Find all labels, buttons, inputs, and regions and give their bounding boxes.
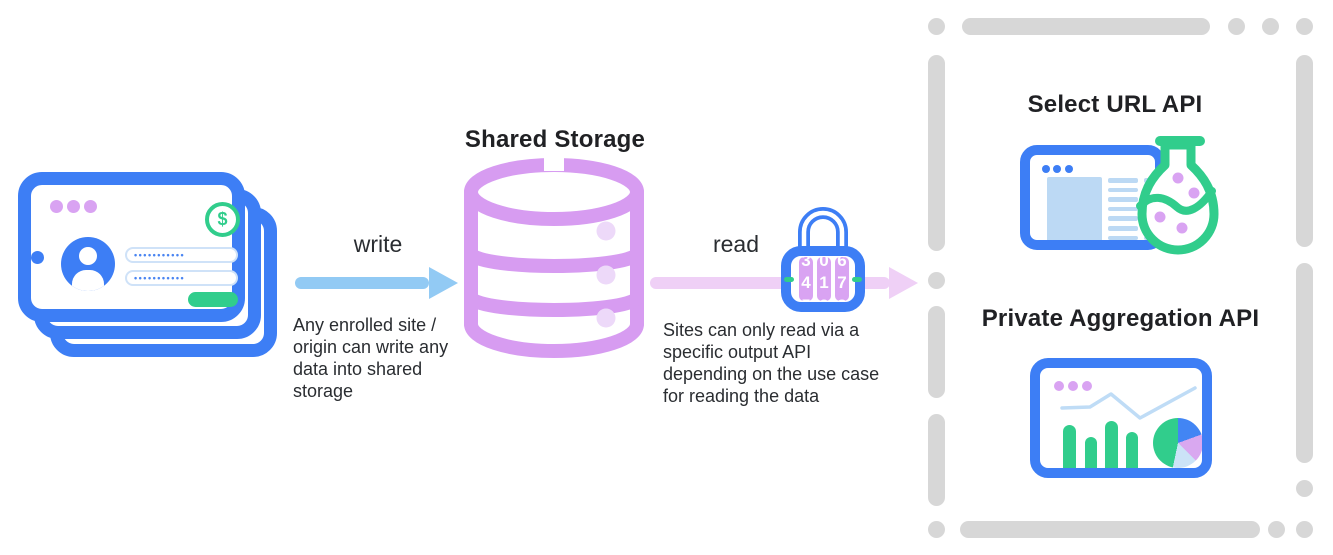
border-gap [31, 241, 44, 250]
window-control-dot [50, 200, 63, 213]
window-control-dot [1041, 164, 1050, 173]
dollar-badge-icon: $ [205, 202, 240, 237]
border-gap [1030, 184, 1040, 196]
border-dash [928, 18, 945, 35]
border-dash [928, 414, 945, 506]
border-gap [31, 264, 44, 273]
border-dash [1296, 521, 1313, 538]
bubble-dot [1154, 211, 1166, 223]
db-indicator-dot [596, 265, 616, 285]
bar [1085, 437, 1097, 468]
dial-digit-top: 6 [837, 251, 846, 270]
write-caption: Any enrolled site / origin can write any… [293, 315, 449, 401]
window-control-dot [1068, 381, 1078, 391]
line-chart-icon [1060, 386, 1197, 420]
database-icon [464, 156, 644, 358]
select-url-api-title: Select URL API [1027, 91, 1203, 118]
password-dots: ••••••••••• [134, 273, 186, 283]
window-control-dot [1053, 164, 1061, 173]
lock-dial [835, 257, 849, 301]
password-field: ••••••••••• [125, 247, 238, 263]
dial-marker [784, 277, 794, 282]
border-dash [1268, 521, 1285, 538]
border-dash [928, 55, 945, 251]
border-dash [928, 272, 945, 289]
read-label: read [712, 231, 760, 257]
border-dash [928, 306, 945, 398]
dial-digit-top: 3 [801, 251, 810, 270]
dial-digit-bottom: 8 [837, 296, 846, 315]
dial-marker [852, 277, 862, 282]
border-dash [1296, 18, 1313, 35]
bar [1126, 432, 1138, 468]
dollar-sign: $ [217, 209, 228, 229]
cylinder-top-gap [544, 156, 564, 171]
window-control-dot [1054, 381, 1064, 391]
bubble-dot [1172, 172, 1184, 184]
browser-window-login: $ ••••••••••• ••••••••••• [18, 172, 245, 322]
avatar-head [79, 247, 97, 265]
dial-digit: 7 [837, 273, 846, 292]
write-arrow [295, 277, 429, 289]
bubble-dot [1176, 222, 1188, 234]
lock-dial [799, 257, 813, 301]
dial-digit: 4 [801, 273, 811, 292]
bar [1063, 425, 1076, 468]
combination-lock-icon: 3 0 6 4 1 7 5 2 8 [781, 207, 865, 315]
db-indicator-dot [596, 308, 616, 328]
border-dash [962, 18, 1210, 35]
write-label: write [353, 231, 403, 257]
db-indicator-dot [596, 221, 616, 241]
password-field: ••••••••••• [125, 270, 238, 286]
dial-digit: 1 [819, 273, 828, 292]
border-dash [1296, 263, 1313, 463]
text-line-placeholder [1108, 226, 1138, 231]
bubble-dot [1188, 187, 1200, 199]
text-line-placeholder [1108, 235, 1138, 240]
text-line-placeholder [1108, 216, 1138, 221]
border-dash [1262, 18, 1279, 35]
read-arrow-head [889, 267, 918, 299]
dashboard-window-icon [1030, 358, 1212, 478]
write-arrow-head [429, 267, 458, 299]
user-avatar-icon [61, 237, 115, 291]
border-dash [1228, 18, 1245, 35]
lock-dial [817, 257, 831, 301]
text-line-placeholder [1108, 187, 1138, 193]
text-line-placeholder [1108, 206, 1138, 212]
dial-digit-top: 0 [819, 251, 828, 270]
border-dash [1296, 480, 1313, 497]
window-control-dot [84, 200, 97, 213]
bar [1105, 421, 1118, 468]
dial-digit-bottom: 5 [801, 296, 810, 315]
border-dash [928, 521, 945, 538]
border-dot [31, 251, 44, 264]
content-block-placeholder [1047, 177, 1102, 240]
window-control-dot [67, 200, 80, 213]
shared-storage-title: Shared Storage [464, 126, 646, 153]
window-control-dot [1064, 164, 1073, 173]
text-line-placeholder [1108, 197, 1138, 202]
password-dots: ••••••••••• [134, 250, 186, 260]
read-caption: Sites can only read via a specific outpu… [663, 320, 880, 406]
border-dash [1296, 55, 1313, 247]
text-line-placeholder [1108, 178, 1138, 183]
submit-button [188, 292, 238, 307]
dial-digit-bottom: 2 [819, 296, 828, 315]
flask-icon [1136, 136, 1219, 255]
window-control-dot [1082, 381, 1092, 391]
avatar-shoulders [72, 270, 104, 291]
border-dash [960, 521, 1260, 538]
private-aggregation-api-title: Private Aggregation API [981, 305, 1260, 332]
pie-chart-icon [1153, 418, 1202, 468]
